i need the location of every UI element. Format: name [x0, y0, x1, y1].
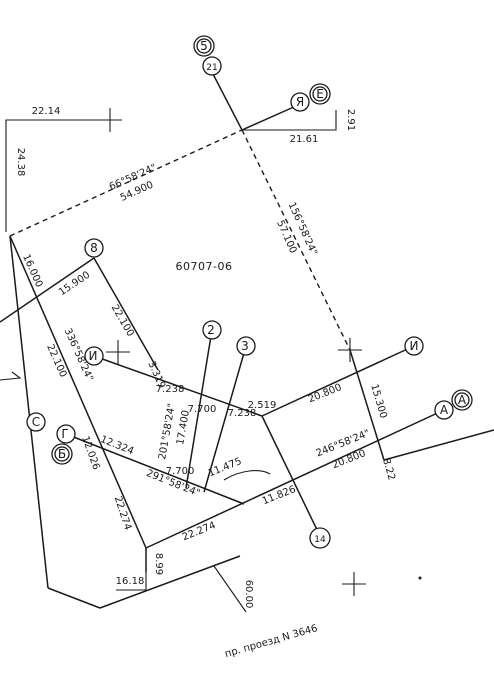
right-edge-line [383, 429, 494, 461]
point-2: 2 [202, 320, 222, 340]
point-21-label: 21 [206, 63, 217, 73]
point-5-label: 5 [200, 39, 208, 53]
point-g-label: Г [61, 427, 68, 441]
point-e: Е [309, 83, 331, 105]
point-a-double: А [451, 389, 473, 411]
point-21: 21 [202, 56, 222, 76]
line-a-long [145, 409, 445, 549]
lot-boundary-east [241, 129, 351, 351]
cross-mark [338, 338, 362, 362]
point-8: 8 [84, 238, 104, 258]
line-8 [93, 257, 159, 371]
point-c-label: С [32, 415, 40, 429]
offset-bracket-291 [242, 110, 337, 131]
point-g: Г [56, 424, 76, 444]
bottom-boundary [99, 555, 241, 609]
point-markers: 5 21 Я Е 8 И И 2 [26, 35, 473, 549]
point-3-label: 3 [241, 339, 249, 353]
dim-20-800-a: 20.800 [307, 382, 344, 405]
dim-11-475: 11.475 [207, 456, 244, 479]
dim-16-18: 16.18 [116, 576, 145, 587]
point-i-right: И [404, 336, 424, 356]
dim-17-400: 17.400 [175, 409, 192, 445]
dim-201-bearing: 201°58'24" [157, 403, 178, 461]
dimension-labels: 22.14 24.38 2.91 21.61 66°58'24" 54.900 … [15, 106, 397, 608]
point-5: 5 [193, 35, 215, 57]
offset-bracket-1618 [116, 572, 147, 591]
point-ya-label: Я [296, 95, 304, 109]
line-i-i [93, 355, 263, 417]
dim-22-274-a: 22.274 [112, 495, 133, 532]
parcel-number: 60707-06 [176, 260, 233, 273]
strip-line-west [9, 235, 147, 549]
dim-8-99: 8.99 [153, 553, 164, 575]
point-e-label: Е [316, 87, 324, 101]
point-3: 3 [236, 336, 256, 356]
cross-mark [106, 340, 130, 364]
dot-mark [418, 576, 422, 580]
line-2 [185, 329, 213, 489]
dim-2-519: 2.519 [248, 400, 277, 411]
left-arrow-marker [0, 371, 22, 381]
dim-22-100-a: 22.100 [109, 303, 136, 339]
point-i-left: И [84, 346, 104, 366]
offset-bracket-top [5, 119, 110, 232]
line-ya [241, 105, 297, 131]
cross-mark [98, 108, 122, 132]
point-b: Б [51, 443, 73, 465]
point-14: 14 [309, 527, 331, 549]
point-ya: Я [290, 92, 310, 112]
dim-12-026: 12.026 [79, 435, 101, 472]
point-c: С [26, 412, 46, 432]
dim-7-238-b: 7.238 [228, 408, 257, 419]
point-a: А [434, 400, 454, 420]
point-2-label: 2 [207, 323, 215, 337]
survey-crosses [98, 108, 422, 596]
line-15300 [349, 349, 385, 461]
line-15900 [0, 257, 95, 323]
dim-8-22: 8.22 [380, 457, 397, 481]
dim-24-38: 24.38 [15, 148, 26, 177]
street-caption: пр. проезд N 3646 [224, 623, 319, 660]
line-14 [261, 415, 321, 537]
line-21 [212, 73, 243, 131]
offset-6000 [213, 565, 247, 613]
dim-15-300: 15.300 [368, 383, 388, 420]
cross-mark [342, 572, 366, 596]
dim-22-14: 22.14 [32, 106, 61, 117]
lot-boundary-north [9, 129, 243, 237]
dim-16-000: 16.000 [20, 253, 44, 289]
point-i-left-label: И [89, 349, 98, 363]
plan-lines [0, 73, 494, 613]
point-b-label: Б [58, 447, 66, 461]
bottom-left-boundary [47, 587, 101, 609]
point-a-label: А [440, 403, 449, 417]
dim-2-91: 2.91 [345, 109, 356, 131]
dim-7-700-a: 7.700 [188, 404, 217, 415]
point-8-label: 8 [90, 241, 98, 255]
point-a-double-label: А [458, 393, 467, 407]
faint-curve [223, 470, 271, 481]
dim-60-00: 60.00 [243, 580, 254, 609]
dim-11-826: 11.826 [261, 484, 298, 507]
line-i-right [261, 345, 415, 417]
line-3 [203, 345, 247, 493]
left-boundary [9, 235, 49, 589]
point-i-right-label: И [410, 339, 419, 353]
dim-7-238-a: 7.238 [156, 384, 185, 395]
dim-7-700-b: 7.700 [166, 466, 195, 477]
line-g-a [65, 433, 245, 505]
dim-21-61: 21.61 [290, 134, 319, 145]
dim-15-900: 15.900 [57, 270, 92, 299]
point-14-label: 14 [314, 535, 326, 545]
